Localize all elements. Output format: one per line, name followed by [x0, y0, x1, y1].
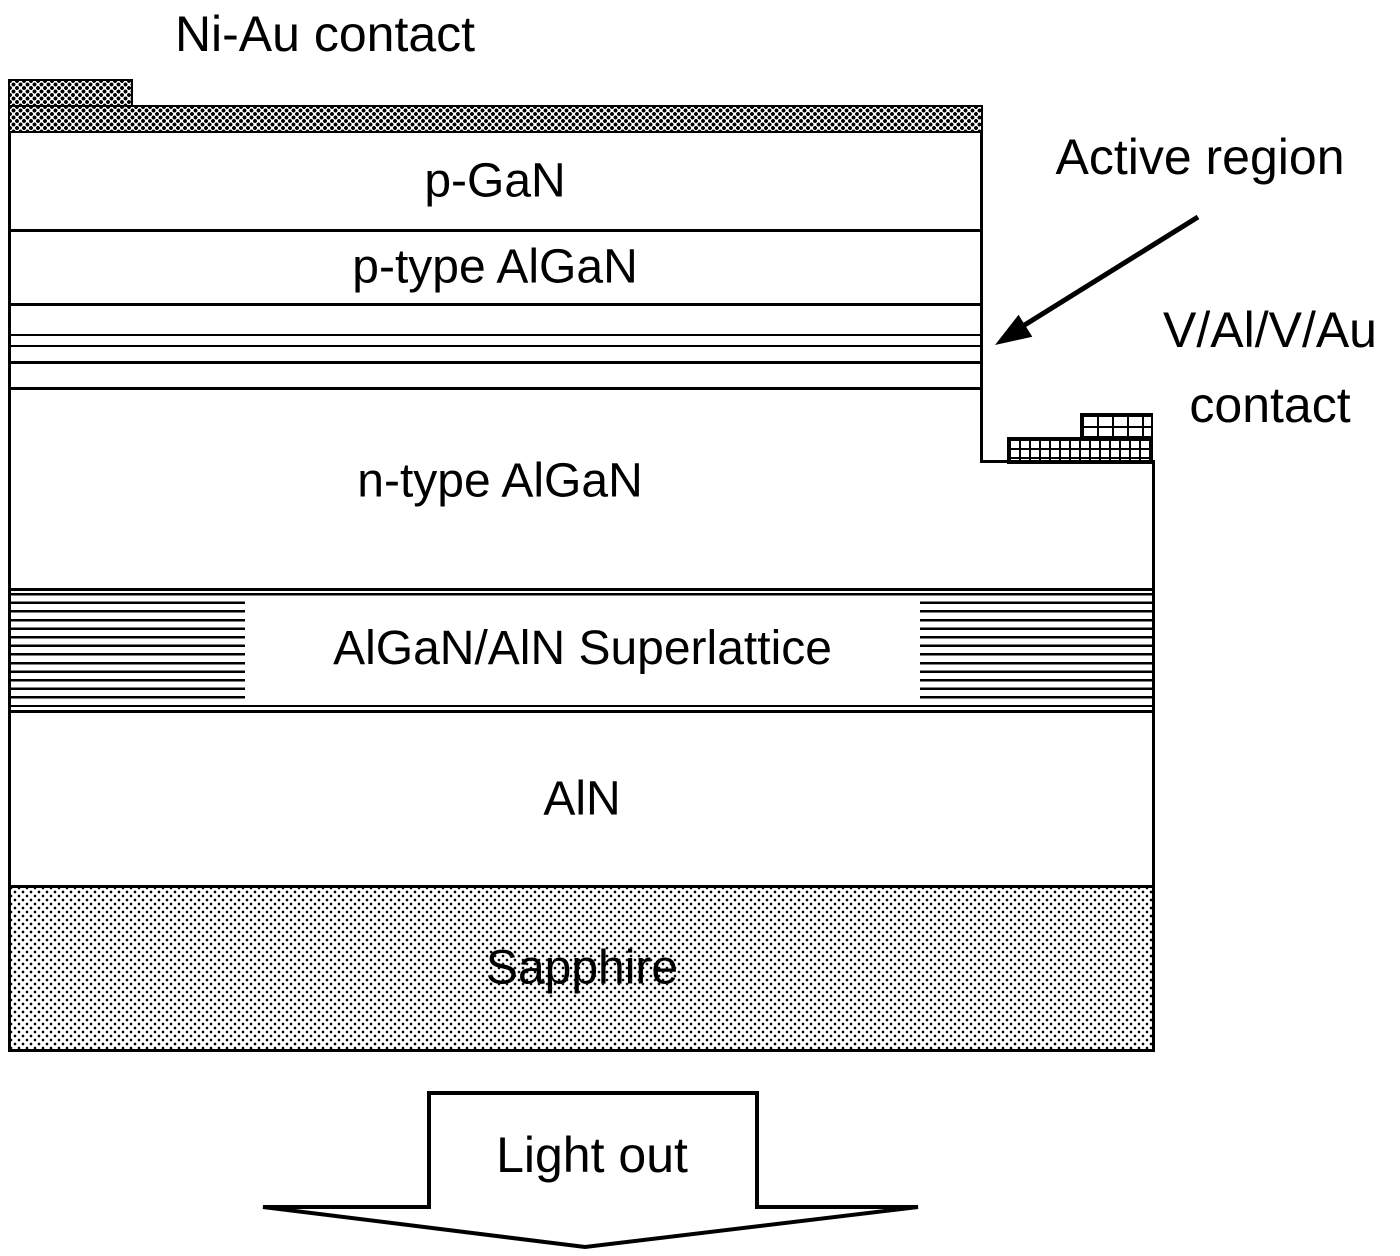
n-algan-label: n-type AlGaN [357, 454, 643, 508]
p-gan-p-algan-boundary-line [8, 229, 983, 232]
mesa-ledge-line [983, 460, 1155, 463]
v-al-v-au-contact-lower-block [1007, 437, 1153, 464]
aln-label: AlN [543, 772, 621, 826]
lower-body [8, 463, 1155, 1052]
superlattice-label-box: AlGaN/AlN Superlattice [245, 597, 920, 700]
p-algan-label: p-type AlGaN [352, 240, 638, 294]
p-gan-label: p-GaN [424, 154, 566, 208]
v-al-v-au-contact-upper-block [1080, 413, 1153, 438]
ni-au-contact-tab [8, 79, 133, 107]
ni-au-contact-layer [8, 105, 983, 133]
sapphire-label: Sapphire [485, 941, 679, 995]
superlattice-label: AlGaN/AlN Superlattice [333, 622, 832, 675]
mesa-body [8, 132, 983, 463]
v-al-v-au-contact-label-line1: V/Al/V/Au [1163, 302, 1377, 358]
active-region-line [8, 334, 983, 336]
active-region-line [8, 361, 983, 364]
active-region-line [8, 345, 983, 347]
light-out-label: Light out [496, 1127, 688, 1183]
ni-au-contact-label: Ni-Au contact [174, 6, 476, 62]
v-al-v-au-contact-label-line2: contact [1189, 377, 1351, 433]
sapphire-layer [8, 885, 1155, 1052]
active-region-bottom-line [8, 387, 983, 390]
p-algan-bottom-boundary-line [8, 303, 983, 306]
active-region-label: Active region [1055, 129, 1345, 185]
v-al-v-au-contact-label: V/Al/V/Au contact [1163, 293, 1377, 443]
